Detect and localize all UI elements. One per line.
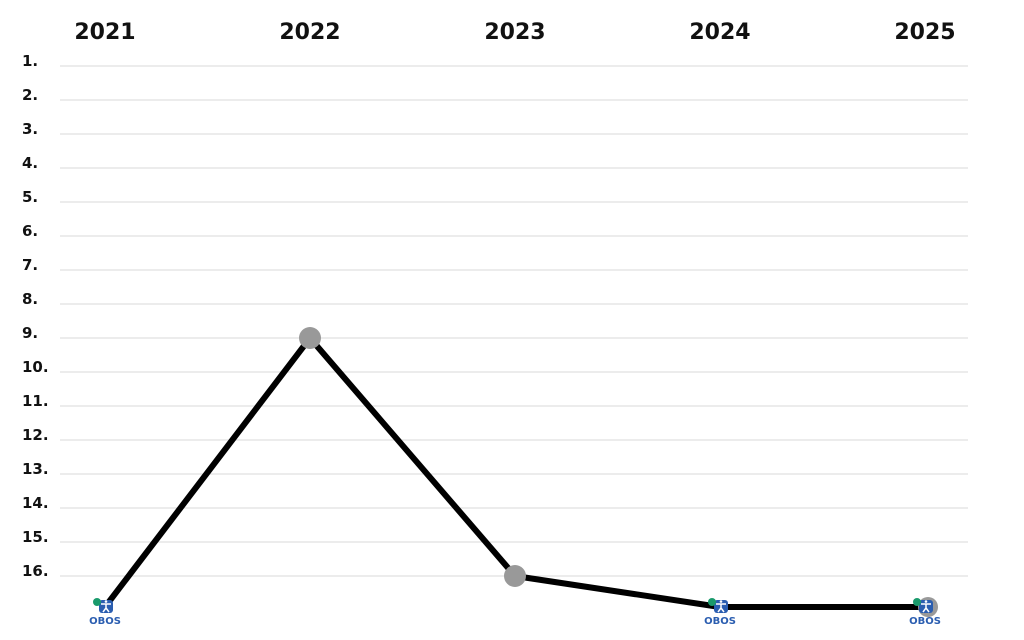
data-point — [299, 327, 321, 349]
x-tick-label: 2024 — [689, 20, 750, 45]
x-tick-label: 2025 — [894, 20, 955, 45]
data-point — [504, 565, 526, 587]
logo-dot — [913, 598, 921, 606]
logo-dot — [708, 598, 716, 606]
obos-logo-point: OBOS — [704, 598, 736, 627]
y-tick-label: 11. — [22, 392, 49, 410]
point-label: OBOS — [704, 616, 736, 627]
logo-dot — [93, 598, 101, 606]
obos-logo-point: OBOS — [89, 598, 121, 627]
point-label: OBOS — [909, 616, 941, 627]
obos-logo-point: OBOS — [909, 597, 941, 627]
y-tick-label: 5. — [22, 188, 38, 206]
y-tick-label: 1. — [22, 52, 38, 70]
y-tick-label: 2. — [22, 86, 38, 104]
y-tick-label: 16. — [22, 562, 49, 580]
y-tick-label: 10. — [22, 358, 49, 376]
y-tick-label: 12. — [22, 426, 49, 444]
y-tick-label: 14. — [22, 494, 49, 512]
x-tick-label: 2023 — [484, 20, 545, 45]
y-tick-label: 4. — [22, 154, 38, 172]
y-tick-label: 13. — [22, 460, 49, 478]
y-tick-label: 8. — [22, 290, 38, 308]
x-tick-label: 2022 — [279, 20, 340, 45]
x-tick-label: 2021 — [74, 20, 135, 45]
y-tick-label: 9. — [22, 324, 38, 342]
point-label: OBOS — [89, 616, 121, 627]
y-tick-label: 7. — [22, 256, 38, 274]
y-tick-label: 3. — [22, 120, 38, 138]
y-tick-label: 15. — [22, 528, 49, 546]
y-tick-label: 6. — [22, 222, 38, 240]
